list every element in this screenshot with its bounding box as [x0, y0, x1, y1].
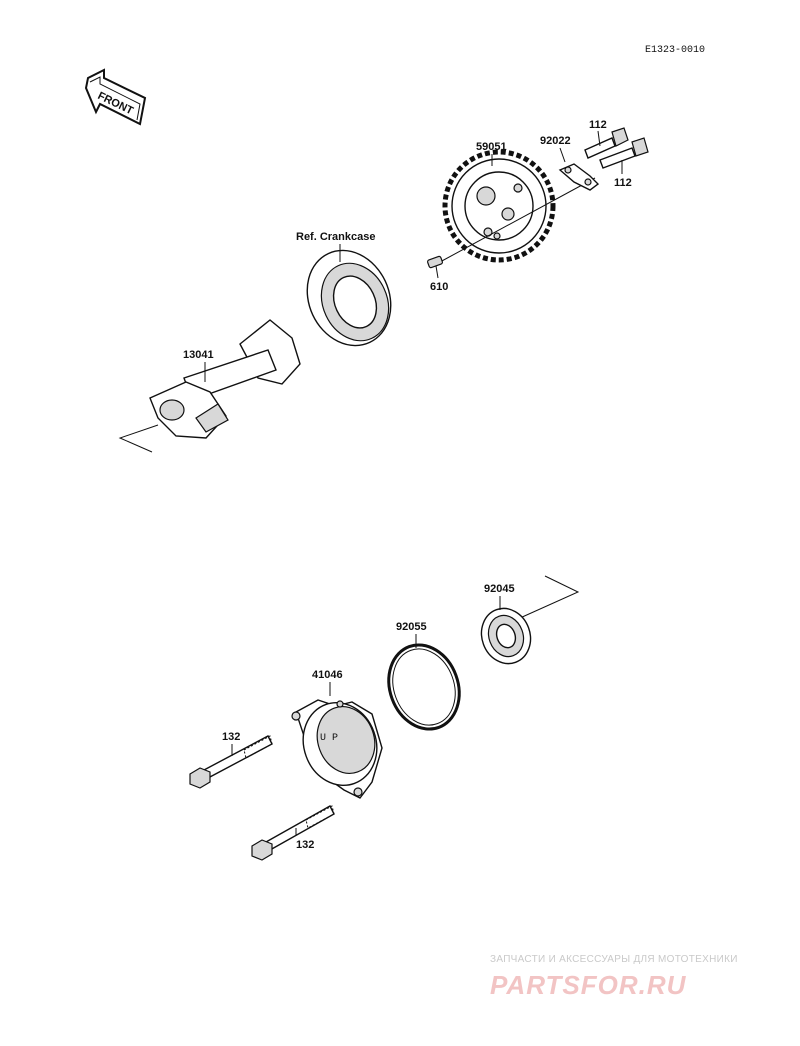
label-lock-plate: 92022: [540, 135, 571, 147]
label-bolt-right: 112: [614, 177, 632, 189]
crankcase-bearing: [306, 249, 392, 347]
front-arrow-icon: FRONT: [84, 68, 147, 126]
bolt-132-lower: [251, 805, 335, 861]
lock-plate-92022: [558, 163, 600, 191]
bolt-132-upper: [189, 735, 273, 789]
balancer-gear-59051: [442, 149, 556, 263]
watermark-subtitle: ЗАПЧАСТИ И АКСЕССУАРЫ ДЛЯ МОТОТЕХНИКИ: [490, 954, 738, 965]
label-bearing-outer: 92045: [484, 583, 515, 595]
label-gear: 59051: [476, 141, 507, 153]
label-bolt-lower: 132: [296, 839, 314, 851]
label-balancer-shaft: 13041: [183, 349, 214, 361]
label-housing: 41046: [312, 669, 343, 681]
bearing-92045: [480, 607, 532, 665]
watermark: ЗАПЧАСТИ И АКСЕССУАРЫ ДЛЯ МОТОТЕХНИКИ PA…: [490, 954, 738, 1000]
diagram-code: E1323-0010: [645, 45, 705, 56]
pin-610: [427, 255, 443, 269]
bearing-housing-41046: U P: [291, 699, 383, 799]
o-ring-92055: [387, 643, 461, 731]
label-pin: 610: [430, 281, 448, 293]
label-o-ring: 92055: [396, 621, 427, 633]
watermark-logo: PARTSFOR.RU: [490, 970, 687, 1000]
bolt-112-right: [599, 137, 649, 169]
label-bolt-top: 112: [589, 119, 607, 131]
balancer-shaft-13041: [149, 319, 301, 439]
housing-up-mark: U P: [320, 733, 338, 744]
label-crankcase-ref: Ref. Crankcase: [296, 231, 376, 243]
bolt-112-top: [584, 127, 629, 159]
label-bolt-upper: 132: [222, 731, 240, 743]
